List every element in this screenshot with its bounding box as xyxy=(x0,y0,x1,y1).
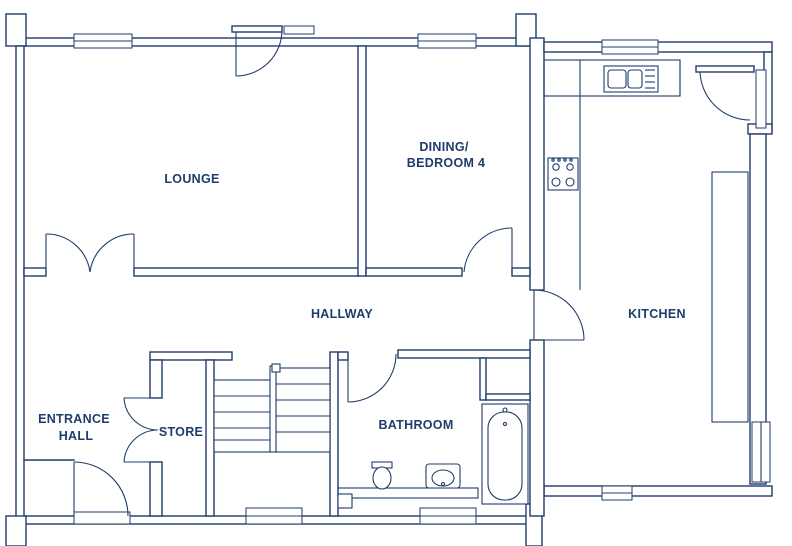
bathroom-small-unit xyxy=(337,493,353,509)
outer-walls xyxy=(5,13,773,546)
internal-walls xyxy=(23,45,531,517)
door-lounge xyxy=(231,25,283,77)
room-labels: LOUNGE DINING/ BEDROOM 4 HALLWAY KITCHEN… xyxy=(38,140,686,443)
toilet-icon xyxy=(371,461,393,490)
door-store xyxy=(123,397,162,463)
window-hall-bottom xyxy=(245,507,303,525)
door-front xyxy=(73,461,129,517)
label-store: STORE xyxy=(159,425,203,439)
label-dining-line2: BEDROOM 4 xyxy=(407,156,485,170)
kitchen-counter-right xyxy=(711,171,749,423)
door-dining xyxy=(463,227,513,273)
window-lounge-top xyxy=(73,33,133,49)
door-lounge-double xyxy=(45,233,135,273)
bathroom-fixtures xyxy=(337,403,529,509)
window-kitchen-bottom xyxy=(601,485,633,501)
label-kitchen: KITCHEN xyxy=(628,307,686,321)
window-dining-top xyxy=(417,33,477,49)
sink-icon xyxy=(603,65,659,93)
hob-icon xyxy=(547,157,579,191)
window-kitchen-right xyxy=(751,421,771,483)
window-bathroom-bottom xyxy=(419,507,477,525)
label-entrance-line1: ENTRANCE xyxy=(38,412,110,426)
label-bathroom: BATHROOM xyxy=(378,418,453,432)
door-kitchen xyxy=(533,289,585,341)
bath-icon xyxy=(481,403,529,505)
window-kitchen-top xyxy=(601,39,659,55)
window-lounge-door-top xyxy=(283,25,315,35)
label-hallway: HALLWAY xyxy=(311,307,373,321)
label-entrance-line2: HALL xyxy=(59,429,94,443)
doors xyxy=(45,25,755,517)
window-kitchen-right-top xyxy=(755,69,767,129)
windows xyxy=(73,25,771,525)
kitchen-fixtures xyxy=(543,59,749,423)
door-bathroom xyxy=(347,353,397,403)
door-kitchen-back xyxy=(695,65,755,121)
stairs xyxy=(213,363,331,453)
label-dining-line1: DINING/ xyxy=(419,140,469,154)
front-door-frame xyxy=(73,511,131,525)
basin-icon xyxy=(425,463,461,489)
label-lounge: LOUNGE xyxy=(164,172,219,186)
